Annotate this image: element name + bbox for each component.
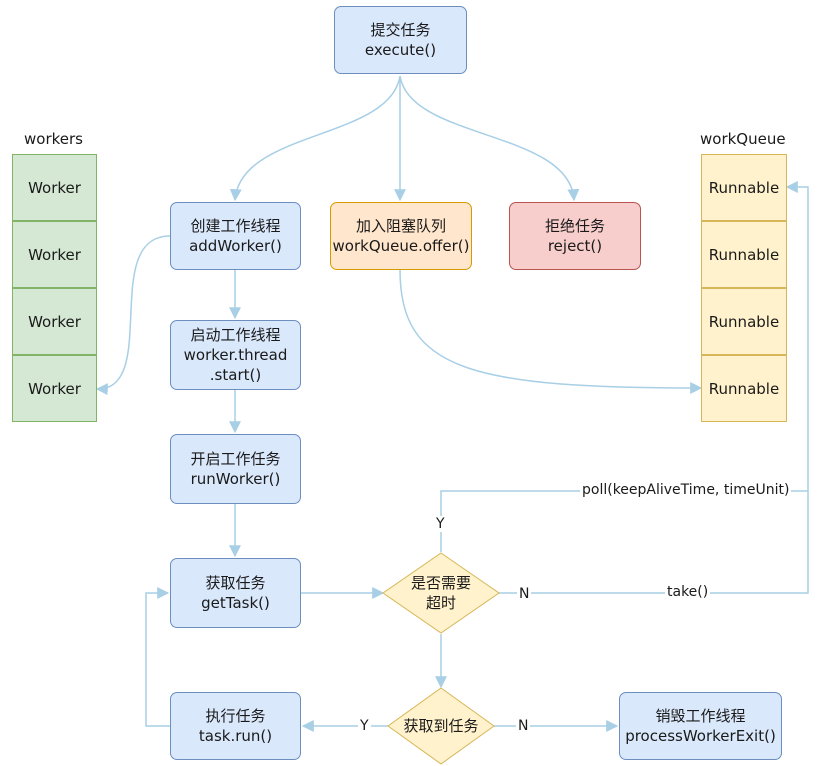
node-title: 开启工作任务 xyxy=(190,450,281,468)
get-task-node: 获取任务 getTask() xyxy=(170,558,301,628)
node-method: workQueue.offer() xyxy=(332,237,470,255)
node-title: 加入阻塞队列 xyxy=(355,217,446,235)
node-method: reject() xyxy=(547,237,603,255)
start-thread-node: 启动工作线程 worker.thread .start() xyxy=(170,320,301,390)
run-worker-node: 开启工作任务 runWorker() xyxy=(170,434,301,504)
node-method: execute() xyxy=(364,41,437,59)
exit-worker-node: 销毁工作线程 processWorkerExit() xyxy=(619,692,782,760)
node-method: task.run() xyxy=(198,727,273,745)
decision-timeout: 是否需要 超时 xyxy=(391,573,491,613)
node-title: 获取任务 xyxy=(205,574,266,592)
decision-line: 获取到任务 xyxy=(403,717,479,735)
worker-cell: Worker xyxy=(12,355,97,422)
decision-timeout-shape xyxy=(382,552,500,634)
got-task-no-label: N xyxy=(516,718,531,734)
node-title: 启动工作线程 xyxy=(190,326,281,344)
worker-cell: Worker xyxy=(12,288,97,355)
decision-got-task-shape xyxy=(387,687,495,765)
poll-edge-label: poll(keepAliveTime, timeUnit) xyxy=(580,482,792,498)
enqueue-node: 加入阻塞队列 workQueue.offer() xyxy=(330,202,472,270)
take-edge-label: take() xyxy=(665,584,711,600)
node-method: processWorkerExit() xyxy=(625,727,776,745)
work-queue-header: workQueue xyxy=(700,130,786,148)
decision-line: 超时 xyxy=(425,594,456,612)
got-task-yes-label: Y xyxy=(358,718,371,734)
node-title: 拒绝任务 xyxy=(544,217,605,235)
submit-task-node: 提交任务 execute() xyxy=(334,6,467,74)
edge-addworker-to-workers xyxy=(95,235,171,396)
node-method: runWorker() xyxy=(190,470,281,488)
node-title: 提交任务 xyxy=(370,21,431,39)
edge-submit-to-reject xyxy=(399,75,580,202)
worker-cell: Worker xyxy=(12,221,97,288)
runnable-cell: Runnable xyxy=(701,221,787,288)
decision-got-task: 获取到任务 xyxy=(391,716,491,736)
workers-header: workers xyxy=(24,130,83,148)
node-title: 创建工作线程 xyxy=(190,217,281,235)
node-method: getTask() xyxy=(201,594,270,612)
run-task-node: 执行任务 task.run() xyxy=(170,692,301,760)
node-method: worker.thread xyxy=(183,346,288,364)
node-title: 执行任务 xyxy=(205,707,266,725)
timeout-no-label: N xyxy=(517,586,532,602)
edge-timeout-take-loop xyxy=(499,491,809,594)
runnable-cell: Runnable xyxy=(701,288,787,355)
runnable-cell: Runnable xyxy=(701,154,787,221)
add-worker-node: 创建工作线程 addWorker() xyxy=(170,202,301,270)
worker-cell: Worker xyxy=(12,154,97,221)
reject-node: 拒绝任务 reject() xyxy=(509,202,641,270)
node-title: 销毁工作线程 xyxy=(655,707,746,725)
runnable-cell: Runnable xyxy=(701,355,787,422)
decision-line: 是否需要 xyxy=(410,574,471,592)
node-method-cont: .start() xyxy=(209,366,262,384)
timeout-yes-label: Y xyxy=(434,516,447,532)
edge-submit-to-addworker xyxy=(229,75,401,202)
node-method: addWorker() xyxy=(189,237,282,255)
edge-runtask-to-gettask xyxy=(145,587,170,727)
edge-offer-to-queue xyxy=(399,269,703,394)
